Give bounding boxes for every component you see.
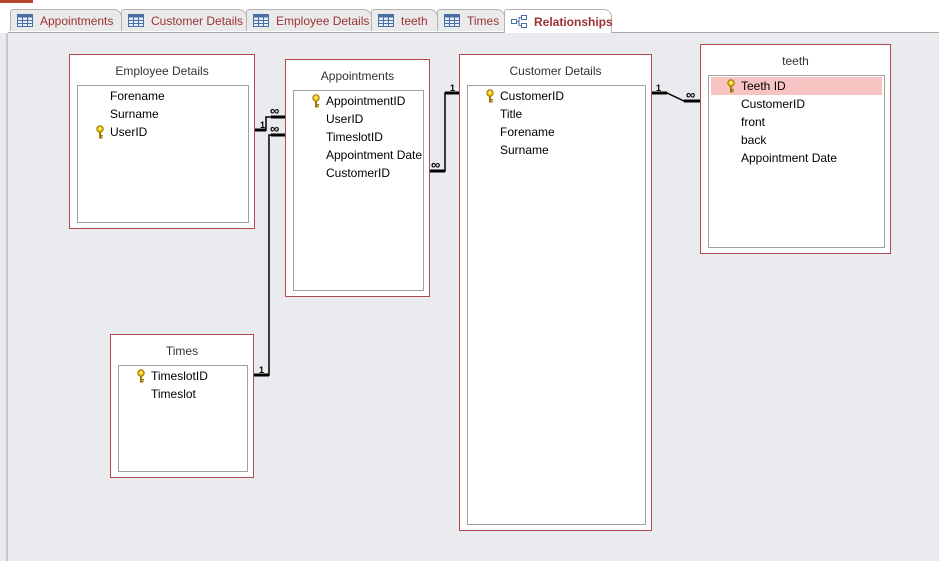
tab-label: Appointments (40, 13, 114, 28)
tab-appointments[interactable]: Appointments (10, 9, 122, 31)
field-surname[interactable]: Surname (80, 105, 246, 123)
field-title[interactable]: Title (470, 105, 643, 123)
tab-label: Times (467, 13, 500, 28)
field-label: AppointmentID (326, 94, 406, 108)
table-icon (17, 14, 33, 27)
field-label: Timeslot (151, 387, 196, 401)
cardinality-one-label: 1 (259, 365, 265, 375)
tab-bar-divider (8, 32, 939, 33)
table-title[interactable]: Employee Details (115, 64, 209, 78)
tab-relationships[interactable]: Relationships (504, 9, 613, 33)
field-customerid[interactable]: CustomerID (296, 164, 421, 182)
tab-customer-details[interactable]: Customer Details (121, 9, 247, 31)
ribbon-strip (0, 0, 939, 9)
field-list[interactable]: Teeth ID CustomerID front back Appointme… (708, 75, 885, 248)
table-teeth[interactable]: teeth Teeth ID CustomerID front back App… (700, 44, 891, 254)
field-label: TimeslotID (151, 369, 208, 383)
table-title[interactable]: Customer Details (509, 64, 602, 78)
field-label: CustomerID (326, 166, 391, 180)
primary-key-icon (312, 94, 320, 108)
field-list[interactable]: TimeslotID Timeslot (118, 365, 248, 472)
primary-key-icon (137, 369, 145, 383)
field-customerid[interactable]: CustomerID (711, 95, 882, 113)
field-label: CustomerID (500, 89, 565, 103)
field-forename[interactable]: Forename (80, 87, 246, 105)
table-title[interactable]: Times (165, 344, 199, 358)
field-back[interactable]: back (711, 131, 882, 149)
tab-label: teeth (401, 13, 428, 28)
field-timeslot[interactable]: Timeslot (121, 385, 245, 403)
table-customer-details[interactable]: Customer Details CustomerID Title Forena… (459, 54, 652, 531)
cardinality-one-label: 1 (450, 83, 456, 93)
relationship-times-appointments (254, 134, 285, 376)
field-label: Surname (110, 107, 159, 121)
cardinality-many-label: ∞ (686, 87, 695, 102)
cardinality-one-label: 1 (656, 83, 662, 93)
field-list[interactable]: CustomerID Title Forename Surname (467, 85, 646, 525)
table-appointments[interactable]: Appointments AppointmentID UserID Timesl… (285, 59, 430, 297)
field-label: front (741, 115, 766, 129)
field-label: Appointment Date (741, 151, 838, 165)
tab-label: Customer Details (151, 13, 244, 28)
table-title[interactable]: Appointments (320, 69, 395, 83)
table-icon (444, 14, 460, 27)
field-appointmentid[interactable]: AppointmentID (296, 92, 421, 110)
field-label: Title (500, 107, 523, 121)
tab-label: Relationships (534, 14, 613, 29)
table-icon (253, 14, 269, 27)
cardinality-many-label: ∞ (431, 157, 440, 172)
field-label: UserID (110, 125, 148, 139)
field-label: Appointment Date (326, 148, 423, 162)
field-label: Forename (500, 125, 555, 139)
field-label: UserID (326, 112, 364, 126)
cardinality-many-label: ∞ (270, 103, 279, 118)
app-accent-mark (0, 0, 33, 3)
field-appointment-date[interactable]: Appointment Date (296, 146, 423, 164)
field-label: Forename (110, 89, 165, 103)
field-list[interactable]: AppointmentID UserID TimeslotID Appointm… (293, 90, 424, 291)
tab-employee-details[interactable]: Employee Details (246, 9, 372, 31)
field-label: back (741, 133, 767, 147)
table-employee-details[interactable]: Employee Details Forename Surname UserID (69, 54, 255, 229)
relationships-icon (511, 15, 527, 28)
field-front[interactable]: front (711, 113, 882, 131)
field-label: TimeslotID (326, 130, 383, 144)
field-surname[interactable]: Surname (470, 141, 643, 159)
field-label: CustomerID (741, 97, 806, 111)
field-list[interactable]: Forename Surname UserID (77, 85, 249, 223)
field-userid[interactable]: UserID (80, 123, 246, 141)
field-teeth-id[interactable]: Teeth ID (711, 77, 882, 95)
tab-label: Employee Details (276, 13, 370, 28)
table-icon (128, 14, 144, 27)
primary-key-icon (96, 125, 104, 139)
table-times[interactable]: Times TimeslotID Timeslot (110, 334, 254, 478)
table-title[interactable]: teeth (782, 54, 809, 68)
primary-key-icon (727, 79, 735, 93)
field-label: Teeth ID (741, 79, 786, 93)
tab-teeth[interactable]: teeth (371, 9, 438, 31)
field-appointment-date[interactable]: Appointment Date (711, 149, 882, 167)
table-icon (378, 14, 394, 27)
cardinality-many-label: ∞ (270, 121, 279, 136)
tab-times[interactable]: Times (437, 9, 505, 31)
field-timeslotid[interactable]: TimeslotID (296, 128, 421, 146)
field-forename[interactable]: Forename (470, 123, 643, 141)
field-label: Surname (500, 143, 549, 157)
field-timeslotid[interactable]: TimeslotID (121, 367, 245, 385)
cardinality-one-label: 1 (260, 120, 266, 130)
primary-key-icon (486, 89, 494, 103)
field-userid[interactable]: UserID (296, 110, 421, 128)
field-customerid[interactable]: CustomerID (470, 87, 643, 105)
navigation-pane-edge (6, 33, 8, 561)
